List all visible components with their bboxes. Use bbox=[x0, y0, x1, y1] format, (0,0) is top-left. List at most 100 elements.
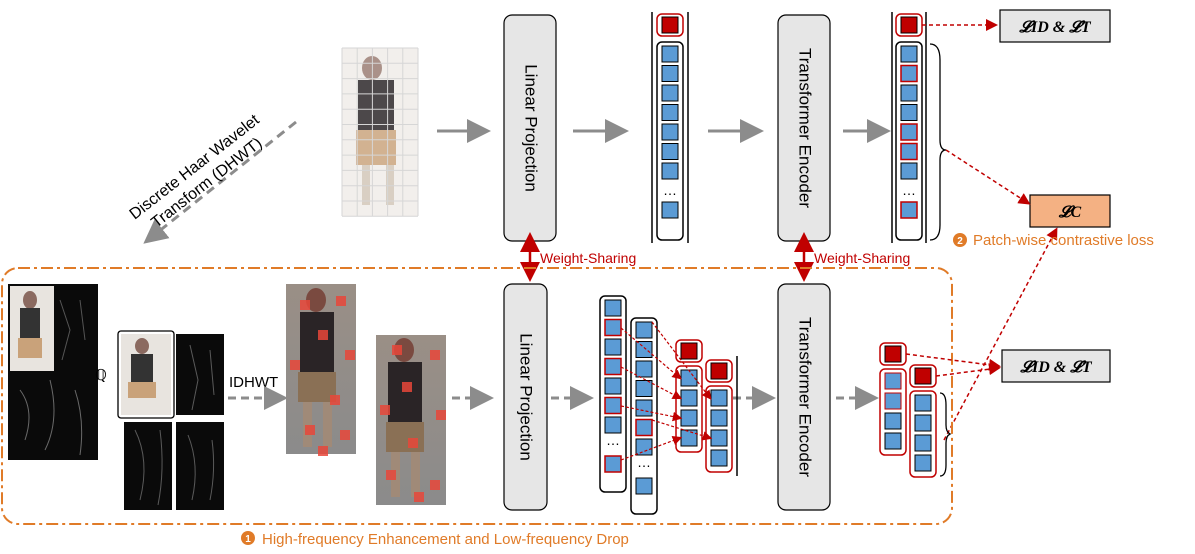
high-frequency-patch bbox=[336, 296, 346, 306]
patch-token bbox=[900, 123, 918, 141]
patch-token bbox=[900, 104, 918, 121]
patch-token bbox=[661, 104, 679, 121]
hfe-label: 1 High-frequency Enhancement and Low-fre… bbox=[241, 531, 629, 548]
selected-token bbox=[680, 429, 698, 447]
enhanced-person-image-1 bbox=[286, 284, 356, 454]
output-token bbox=[884, 392, 902, 410]
patch-token bbox=[661, 143, 679, 160]
quantized-subbands bbox=[117, 330, 224, 510]
patch-token bbox=[635, 341, 653, 358]
selected-token bbox=[680, 409, 698, 427]
patch-token bbox=[661, 65, 679, 82]
patch-token bbox=[635, 380, 653, 397]
selection-arrow bbox=[620, 436, 683, 461]
svg-text:Transformer Encoder: Transformer Encoder bbox=[796, 48, 815, 208]
high-frequency-patch bbox=[414, 492, 424, 502]
arrow-top-to-lossc bbox=[945, 149, 1031, 205]
top-input-tokens: … bbox=[651, 12, 689, 243]
high-frequency-patch bbox=[300, 300, 310, 310]
selected-token bbox=[710, 389, 728, 407]
linear-projection-top: Linear Projection bbox=[503, 14, 557, 242]
patch-token bbox=[635, 399, 653, 417]
output-token bbox=[884, 372, 902, 390]
transformer-encoder-top: Transformer Encoder bbox=[777, 14, 831, 242]
patch-token bbox=[604, 357, 622, 376]
weight-sharing-label-left: Weight-Sharing bbox=[540, 250, 636, 266]
selection-arrow bbox=[620, 327, 682, 380]
dhwt-label: Discrete Haar Wavelet Transform (DHWT) bbox=[127, 111, 266, 231]
output-token bbox=[914, 454, 932, 472]
output-token bbox=[914, 434, 932, 452]
high-frequency-patch bbox=[345, 350, 355, 360]
high-frequency-patch bbox=[386, 470, 396, 480]
high-frequency-patch bbox=[380, 405, 390, 415]
patch-token bbox=[635, 477, 653, 495]
wavelet-subbands bbox=[8, 284, 98, 460]
patch-token bbox=[661, 201, 679, 219]
patch-token bbox=[661, 123, 679, 141]
svg-text:𝓛C: 𝓛C bbox=[1058, 204, 1082, 221]
patch-token bbox=[635, 321, 653, 339]
patch-token bbox=[661, 162, 679, 180]
linear-projection-bottom: Linear Projection bbox=[503, 283, 548, 511]
selection-arrow bbox=[651, 321, 712, 400]
svg-text:…: … bbox=[606, 432, 620, 448]
high-frequency-patch bbox=[318, 446, 328, 456]
svg-text:…: … bbox=[902, 182, 916, 198]
patch-token bbox=[661, 84, 679, 102]
patch-token bbox=[900, 201, 918, 219]
red-patch-overlay bbox=[290, 296, 446, 502]
svg-text:Patch-wise contrastive loss: Patch-wise contrastive loss bbox=[973, 232, 1154, 249]
output-token bbox=[884, 432, 902, 450]
arrow-bottom-to-lossc bbox=[943, 227, 1058, 441]
svg-text:Linear Projection: Linear Projection bbox=[522, 64, 541, 192]
svg-text:Transformer Encoder: Transformer Encoder bbox=[796, 317, 815, 477]
top-output-tokens: … bbox=[891, 12, 947, 243]
q-symbol: ℚ bbox=[95, 368, 107, 384]
svg-text:𝓛ID & 𝓛T: 𝓛ID & 𝓛T bbox=[1019, 359, 1092, 376]
output-token bbox=[884, 412, 902, 430]
patch-token bbox=[900, 142, 918, 161]
transformer-encoder-bottom: Transformer Encoder bbox=[777, 283, 831, 511]
patch-token bbox=[604, 416, 622, 434]
svg-text:High-frequency Enhancement and: High-frequency Enhancement and Low-frequ… bbox=[262, 531, 629, 548]
high-frequency-patch bbox=[402, 382, 412, 392]
patch-token bbox=[661, 45, 679, 63]
patch-token bbox=[900, 64, 918, 83]
patch-token bbox=[604, 318, 622, 337]
high-frequency-patch bbox=[430, 480, 440, 490]
high-frequency-patch bbox=[340, 430, 350, 440]
svg-text:Discrete Haar Wavelet: Discrete Haar Wavelet bbox=[127, 111, 264, 223]
loss-id-t-bottom: 𝓛ID & 𝓛T bbox=[1001, 349, 1111, 383]
selection-arrow bbox=[620, 366, 683, 400]
svg-text:2: 2 bbox=[957, 236, 963, 247]
bottom-output-tokens bbox=[879, 342, 952, 478]
patch-token bbox=[635, 418, 653, 437]
hfe-frame bbox=[1, 267, 953, 525]
patch-token bbox=[900, 45, 918, 63]
selected-token bbox=[680, 389, 698, 407]
high-frequency-patch bbox=[318, 330, 328, 340]
selection-arrow bbox=[651, 419, 713, 441]
patch-token bbox=[635, 438, 653, 456]
idhwt-label: IDHWT bbox=[229, 374, 278, 391]
output-token bbox=[914, 414, 932, 432]
dhwt-arrow bbox=[143, 120, 297, 244]
bottom-input-tokens: … … bbox=[599, 295, 658, 515]
patch-token bbox=[604, 396, 622, 415]
loss-c: 𝓛C bbox=[1029, 194, 1111, 228]
high-frequency-patch bbox=[392, 345, 402, 355]
arrow-cls2-to-loss-bottom bbox=[935, 363, 1001, 377]
svg-text:1: 1 bbox=[245, 534, 251, 545]
high-frequency-patch bbox=[430, 350, 440, 360]
high-frequency-patch bbox=[408, 438, 418, 448]
svg-text:…: … bbox=[637, 454, 651, 470]
loss-id-t-top: 𝓛ID & 𝓛T bbox=[999, 9, 1111, 43]
svg-text:…: … bbox=[663, 182, 677, 198]
patch-token bbox=[900, 84, 918, 102]
selection-arrow bbox=[620, 405, 683, 422]
masked-person-image bbox=[341, 47, 419, 217]
output-token bbox=[914, 394, 932, 412]
patch-token bbox=[900, 162, 918, 180]
selected-token bbox=[710, 449, 728, 467]
